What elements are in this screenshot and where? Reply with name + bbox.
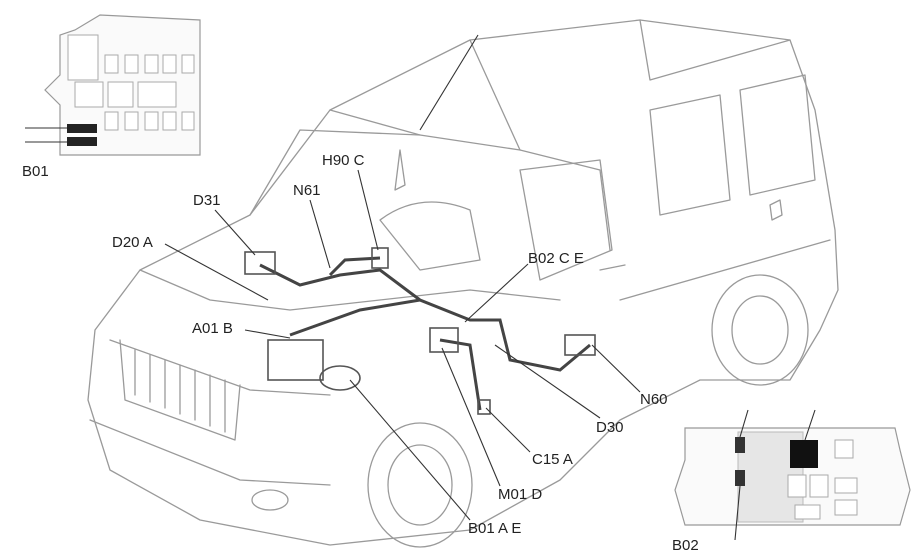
- component-n60: [564, 334, 596, 356]
- fuse-box-b02: [674, 409, 911, 541]
- label-b01-ae: B01 A E: [468, 520, 521, 537]
- highlighted-fuse: [67, 124, 97, 133]
- label-d31: D31: [193, 192, 221, 209]
- label-b01-fusebox: B01: [22, 163, 49, 180]
- label-b02-ce: B02 C E: [528, 250, 584, 267]
- pointer-arrow: [419, 34, 479, 131]
- van-outline: [87, 19, 839, 548]
- wiring-harness: [244, 247, 596, 415]
- component-a01-battery: [267, 339, 324, 381]
- label-h90: H90 C: [322, 152, 365, 169]
- fuse-box-b01: [25, 14, 201, 156]
- highlighted-fuse: [735, 437, 745, 453]
- highlighted-fuse: [67, 137, 97, 146]
- leader-lines: [164, 169, 641, 521]
- label-n60: N60: [640, 391, 668, 408]
- label-d30: D30: [596, 419, 624, 436]
- label-a01: A01 B: [192, 320, 233, 337]
- component-h90: [371, 247, 389, 269]
- component-b01: [319, 365, 361, 391]
- label-d20: D20 A: [112, 234, 153, 251]
- component-c15: [477, 399, 491, 415]
- label-b02-fusebox: B02: [672, 537, 699, 554]
- label-c15: C15 A: [532, 451, 573, 468]
- label-n61: N61: [293, 182, 321, 199]
- label-m01: M01 D: [498, 486, 542, 503]
- highlighted-relay: [790, 440, 818, 468]
- component-d31: [244, 251, 276, 275]
- highlighted-fuse: [735, 470, 745, 486]
